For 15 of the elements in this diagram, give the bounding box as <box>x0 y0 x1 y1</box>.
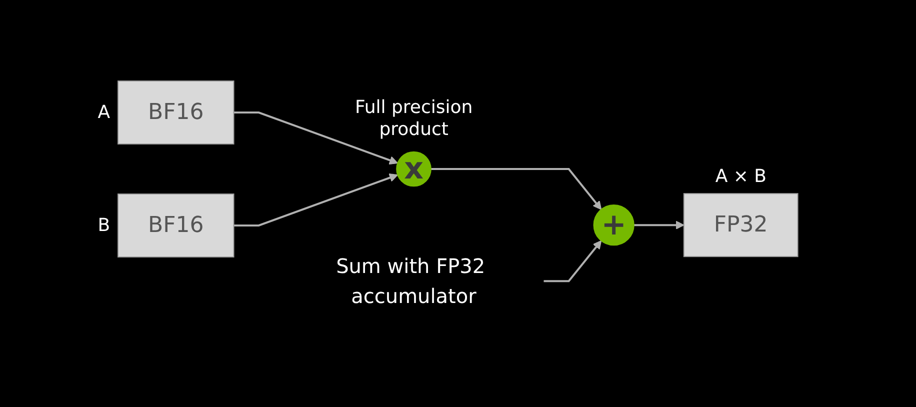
arrow <box>234 173 398 226</box>
node-text: Sum with FP32 accumulator <box>336 254 486 308</box>
side-label: Full precision product <box>354 97 474 140</box>
node-box <box>118 193 234 258</box>
side-label: A <box>98 102 110 124</box>
arrow <box>234 111 398 164</box>
node-circle <box>593 204 634 246</box>
node-circle <box>396 151 432 187</box>
side-label: A × B <box>715 166 767 188</box>
arrow <box>544 240 602 282</box>
node-box <box>683 193 798 257</box>
node-box <box>118 80 234 144</box>
arrow <box>634 220 684 230</box>
arrow <box>431 168 602 210</box>
side-label: B <box>98 214 110 236</box>
